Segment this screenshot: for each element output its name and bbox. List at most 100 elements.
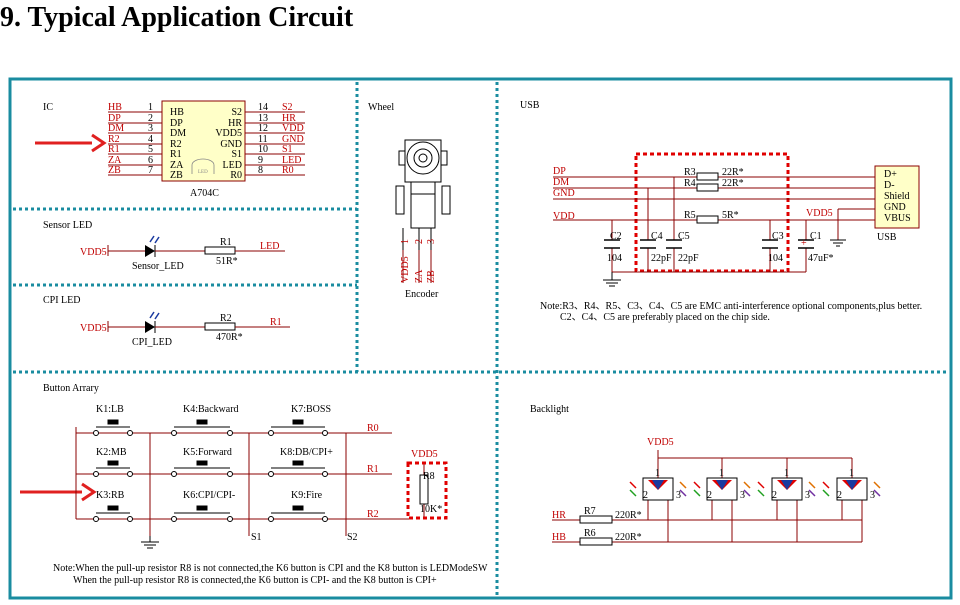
pullup-ref: R8 — [423, 471, 435, 482]
sensor-led-supply: VDD5 — [80, 247, 107, 258]
sensor-led-res-val: 51R* — [216, 256, 238, 267]
ic-panel: IC LED A704C HB DP DM R2 R1 ZA ZB 1 2 — [35, 100, 305, 199]
ic-pin-name-led: LED — [223, 160, 242, 171]
led4-pin-1: 1 — [849, 468, 854, 479]
ic-net-gnd: GND — [282, 134, 304, 145]
ic-net-s1: S1 — [282, 144, 293, 155]
ic-right-pins: S2 HR VDD5 GND S1 LED R0 14 13 12 11 10 … — [215, 102, 305, 181]
led-icon — [145, 235, 160, 257]
led1-pin-2: 2 — [643, 490, 648, 501]
encoder-pin-vdd5: VDD5 — [400, 256, 411, 283]
cpi-led-res-ref: R2 — [220, 313, 232, 324]
ic-net-r2: R2 — [108, 134, 120, 145]
resistor-r4-icon — [696, 183, 719, 192]
led1-pin-1: 1 — [655, 468, 660, 479]
ic-pin-name-vdd5: VDD5 — [215, 128, 242, 139]
encoder-part-name: Encoder — [405, 289, 439, 300]
cpi-led-panel: CPI LED VDD5 CPI_LED R2 470R* R1 — [43, 295, 290, 348]
col-s2: S2 — [347, 532, 358, 543]
arrow-icon — [35, 133, 107, 153]
usb-c4-ref: C4 — [651, 231, 663, 242]
ic-pin-name-gnd: GND — [220, 139, 242, 150]
usb-vdd5: VDD5 — [806, 208, 833, 219]
ic-led-mark: LED — [198, 170, 208, 175]
usb-net-gnd: GND — [553, 188, 575, 199]
ic-pin-name-r2: R2 — [170, 139, 182, 150]
encoder-pins — [402, 250, 432, 283]
usb-c3-ref: C3 — [772, 231, 784, 242]
ic-net-vdd: VDD — [282, 123, 304, 134]
usb-pin-gnd: GND — [884, 202, 906, 213]
usb-c1-ref: C1 — [810, 231, 822, 242]
pullup-highlight-box — [406, 461, 448, 520]
button-k6: K6:CPI/CPI- — [183, 490, 235, 501]
ic-pin-num-10: 10 — [258, 144, 268, 155]
led-icon — [145, 311, 160, 333]
cpi-led-net: R1 — [270, 317, 282, 328]
usb-wires — [553, 176, 875, 273]
ic-net-za: ZA — [108, 155, 122, 166]
usb-c3-val: 104 — [768, 253, 783, 264]
button-k8: K8:DB/CPI+ — [280, 447, 333, 458]
usb-r3-ref: R3 — [684, 167, 696, 178]
backlight-panel: Backlight VDD5 — [530, 404, 881, 546]
led2-pin-3: 3 — [740, 490, 745, 501]
usb-panel: USB DP DM GND VDD — [520, 100, 922, 323]
ic-left-pins: HB DP DM R2 R1 ZA ZB 1 2 3 4 5 6 7 HB DP… — [108, 102, 186, 181]
usb-connector-label: USB — [877, 232, 897, 243]
sensor-led-net: LED — [260, 241, 279, 252]
ic-pin-num-6: 6 — [148, 155, 153, 166]
backlight-label: Backlight — [530, 404, 569, 415]
button-k2: K2:MB — [96, 447, 127, 458]
switch-icons — [93, 419, 328, 522]
resistor-r1-icon — [204, 246, 236, 255]
button-array-panel: Button Arrary — [20, 383, 488, 586]
resistor-r3-icon — [696, 172, 719, 181]
ic-pin-name-za: ZA — [170, 160, 184, 171]
usb-pin-shield: Shield — [884, 191, 910, 202]
usb-c5-val: 22pF — [678, 253, 699, 264]
ic-pin-num-7: 7 — [148, 165, 153, 176]
arrow-icon — [20, 482, 97, 502]
backlight-net-hb: HB — [552, 532, 566, 543]
usb-connector — [874, 165, 920, 229]
rgb-led-icon — [836, 477, 868, 501]
ic-pin-num-3: 3 — [148, 123, 153, 134]
sensor-led-panel: Sensor LED VDD5 Sensor_LED R1 51R* LED — [43, 220, 285, 272]
backlight-r6-val: 220R* — [615, 532, 642, 543]
ic-pin-num-2: 2 — [148, 113, 153, 124]
light-emission-icons — [629, 481, 881, 497]
usb-r4-val: 22R* — [722, 178, 744, 189]
cpi-led-label: CPI LED — [43, 295, 81, 306]
ic-pin-num-5: 5 — [148, 144, 153, 155]
ic-pin-num-11: 11 — [258, 134, 268, 145]
button-k4: K4:Backward — [183, 404, 239, 415]
rgb-led-icon — [706, 477, 738, 501]
emc-highlight-box — [634, 152, 790, 273]
backlight-r7-val: 220R* — [615, 510, 642, 521]
rgb-led-icon — [771, 477, 803, 501]
led2-pin-1: 1 — [719, 468, 724, 479]
ic-part-name: A704C — [190, 188, 219, 199]
usb-label: USB — [520, 100, 540, 111]
cpi-led-supply: VDD5 — [80, 323, 107, 334]
led3-pin-1: 1 — [784, 468, 789, 479]
sensor-led-ref: Sensor_LED — [132, 261, 184, 272]
sensor-led-res-ref: R1 — [220, 237, 232, 248]
usb-pin-dminus: D- — [884, 180, 895, 191]
usb-c1-plus: + — [801, 238, 807, 249]
ic-pin-num-12: 12 — [258, 123, 268, 134]
resistor-r5-icon — [696, 215, 719, 224]
encoder-icon — [395, 139, 451, 250]
rgb-led-icon — [642, 477, 674, 501]
led4-pin-3: 3 — [870, 490, 875, 501]
ic-pin-num-9: 9 — [258, 155, 263, 166]
usb-net-vdd: VDD — [553, 211, 575, 222]
ic-net-hr: HR — [282, 113, 296, 124]
encoder-pin-num-1: 1 — [400, 239, 411, 244]
ic-pin-name-zb: ZB — [170, 170, 183, 181]
usb-note-2: C2、C4、C5 are preferably placed on the ch… — [560, 312, 770, 323]
encoder-pin-zb: ZB — [426, 270, 437, 283]
ic-net-dp: DP — [108, 113, 121, 124]
